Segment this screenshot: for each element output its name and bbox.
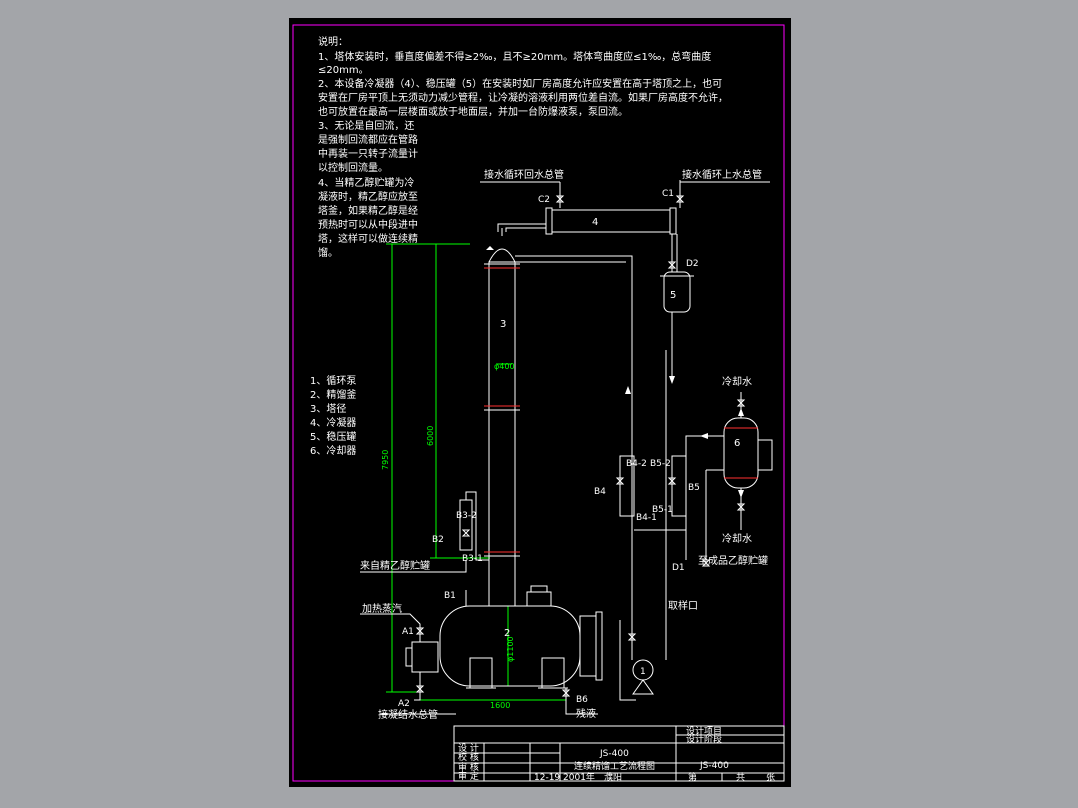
valve-b4-1: B4-1 — [636, 513, 657, 523]
label-cooling-water-out: 冷却水 — [722, 532, 752, 545]
valve-b5-2: B5-2 — [650, 459, 671, 469]
label-condenser-4: 4 — [592, 217, 598, 228]
tb-drawing-no: JS-400 — [599, 749, 629, 759]
tb-row-4: 审 定 — [458, 770, 479, 782]
note-line: 2、本设备冷凝器（4）、稳压罐（5）在安装时如厂房高度允许应安置在高于塔顶之上，… — [318, 77, 722, 90]
note-line: 安置在厂房平顶上无须动力减少管程，让冷凝的溶液利用两位差自流。如果厂房高度不允许… — [318, 91, 728, 104]
tb-row-3: 审 核 — [458, 761, 479, 773]
dimension-lines — [386, 243, 566, 701]
tb-sheets: 张 — [766, 772, 775, 783]
note-line: 塔釜，如果精乙醇是经 — [318, 204, 418, 217]
label-condensate: 接凝结水总管 — [378, 708, 438, 721]
valve-b2: B2 — [432, 535, 444, 545]
tb-sheet: 第 — [688, 771, 697, 783]
label-from-tank: 来自精乙醇贮罐 — [360, 559, 430, 572]
note-line: 4、当精乙醇贮罐为冷 — [318, 176, 414, 189]
valve-a2: A2 — [398, 699, 410, 709]
valve-b6: B6 — [576, 695, 588, 705]
tb-design-stage: 设计阶段 — [686, 733, 722, 745]
tb-company: 濮阳 — [604, 771, 622, 783]
label-cooling-water-in: 冷却水 — [722, 375, 752, 388]
tb-model: JS-400 — [699, 761, 729, 771]
note-line: 是强制回流都应在管路 — [318, 133, 418, 146]
label-heating-steam: 加热蒸汽 — [362, 602, 402, 615]
label-pump-1: 1 — [640, 667, 646, 677]
valve-b1: B1 — [444, 591, 456, 601]
note-line: 也可放置在最高一层楼面或放于地面层，并加一台防爆液泵，泵回流。 — [318, 105, 628, 118]
valve-d2: D2 — [686, 259, 699, 269]
valve-c1: C1 — [662, 189, 674, 199]
tb-row-2: 校 核 — [458, 751, 479, 763]
dim-7950: 7950 — [381, 450, 390, 470]
valve-b3-1: B3-1 — [462, 554, 483, 564]
note-line: 馏。 — [318, 246, 338, 259]
valve-b5: B5 — [688, 483, 700, 493]
label-kettle-2: 2 — [504, 628, 510, 639]
paper-background — [289, 18, 791, 787]
legend-item: 1、循环泵 — [310, 374, 356, 387]
label-cooling-return: 接水循环回水总管 — [484, 168, 564, 181]
title-block — [453, 725, 785, 782]
valve-c2: C2 — [538, 195, 550, 205]
valve-b3-2: B3-2 — [456, 511, 477, 521]
valve-a1: A1 — [402, 627, 414, 637]
legend-item: 6、冷却器 — [310, 444, 356, 457]
legend-item: 3、塔径 — [310, 402, 346, 415]
label-cooler-6: 6 — [734, 438, 740, 449]
reboiler-kettle — [405, 585, 603, 689]
piping — [360, 180, 773, 715]
legend-item: 2、精馏釜 — [310, 388, 356, 401]
dim-1600: 1600 — [490, 701, 510, 710]
valves — [415, 195, 746, 697]
note-line: 塔，这样可以做连续精 — [318, 232, 418, 245]
valve-b4-2: B4-2 — [626, 459, 647, 469]
note-line: 凝液时，精乙醇应放至 — [318, 190, 418, 203]
note-line: 1、塔体安装时，垂直度偏差不得≥2‰，且不≥20mm。塔体弯曲度应≤1‰，总弯曲… — [318, 50, 711, 63]
label-sampling: 取样口 — [668, 599, 698, 612]
tb-date: 12-19 2001年 — [534, 771, 595, 783]
label-residue: 残液 — [576, 707, 596, 720]
dim-kettle-diameter: φ1100 — [506, 636, 515, 662]
tb-drawing-title: 连续精馏工艺流程图 — [574, 760, 655, 772]
tb-design-project: 设计项目 — [686, 725, 722, 737]
note-line: 以控制回流量。 — [318, 161, 388, 174]
legend-item: 5、稳压罐 — [310, 430, 356, 443]
note-line: 3、无论是自回流，还 — [318, 119, 414, 132]
dim-column-diameter: φ400 — [494, 362, 515, 371]
note-line: ≤20mm。 — [318, 65, 369, 76]
equipment-legend: 1、循环泵 2、精馏釜 3、塔径 4、冷凝器 5、稳压罐 6、冷却器 — [310, 374, 356, 457]
label-column-3: 3 — [500, 319, 506, 330]
label-tank-5: 5 — [670, 290, 676, 301]
valve-b4: B4 — [594, 487, 606, 497]
note-line: 预热时可以从中段进中 — [318, 218, 418, 231]
flow-arrows — [486, 246, 744, 498]
note-line: 中再装一只转子流量计 — [318, 147, 418, 160]
valve-d1: D1 — [672, 563, 685, 573]
tb-row-1: 设 计 — [458, 742, 479, 754]
legend-item: 4、冷凝器 — [310, 416, 356, 429]
notes-heading: 说明： — [318, 35, 348, 48]
tb-total: 共 — [736, 772, 745, 783]
circulation-pump — [632, 659, 654, 695]
label-to-product: 至成品乙醇贮罐 — [698, 554, 768, 567]
label-cooling-supply: 接水循环上水总管 — [682, 168, 762, 181]
dim-6000: 6000 — [426, 426, 435, 446]
notes-block: 说明： 1、塔体安装时，垂直度偏差不得≥2‰，且不≥20mm。塔体弯曲度应≤1‰… — [318, 35, 728, 259]
condenser — [545, 207, 677, 235]
valve-b5-1: B5-1 — [652, 505, 673, 515]
